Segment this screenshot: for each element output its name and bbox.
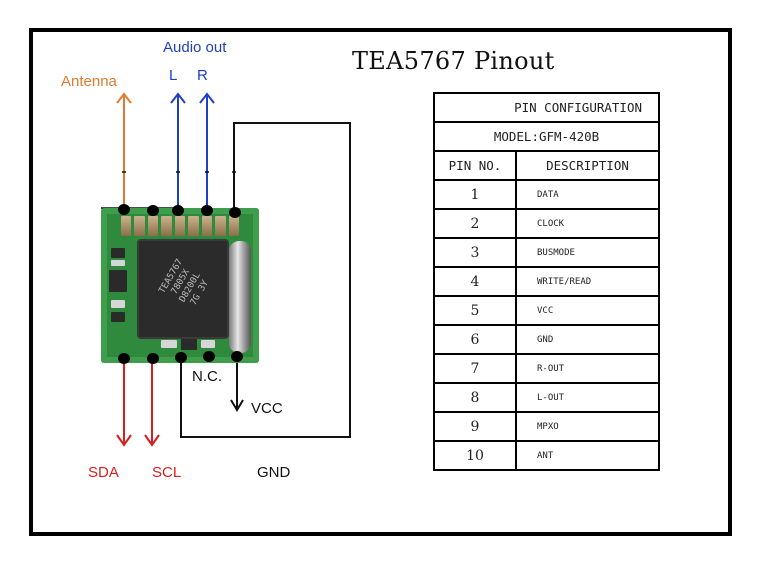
audio-right-wire	[199, 92, 215, 212]
pad-nc	[203, 351, 215, 362]
pin-number: 6	[433, 324, 517, 355]
tea5767-module: TEA5767 7805X D8200L 7G 3Y	[101, 208, 259, 363]
pad-write-read	[175, 352, 187, 363]
audio-right-label: R	[197, 67, 208, 84]
pin-description: R-OUT	[515, 353, 660, 384]
table-model: MODEL:GFM-420B	[433, 121, 660, 152]
gnd-label: GND	[257, 464, 291, 481]
audio-left-wire	[170, 92, 186, 212]
table-model-row: MODEL:GFM-420B	[433, 121, 660, 152]
pin-number: 10	[433, 440, 517, 471]
nc-label: N.C.	[192, 368, 222, 385]
pin-number: 2	[433, 208, 517, 239]
table-title-row: PIN CONFIGURATION	[433, 92, 660, 123]
scl-label: SCL	[152, 464, 182, 481]
pin-description: L-OUT	[515, 382, 660, 413]
vcc-wire	[230, 362, 244, 412]
tea5767-ic: TEA5767 7805X D8200L 7G 3Y	[139, 241, 227, 337]
scl-wire	[144, 360, 160, 447]
pad-sda	[118, 353, 130, 364]
crystal-oscillator	[229, 241, 251, 353]
pin-description: MPXO	[515, 411, 660, 442]
diagram-title: TEA5767 Pinout	[352, 47, 555, 75]
pin-number: 9	[433, 411, 517, 442]
pin-description: VCC	[515, 295, 660, 326]
pin-number: 3	[433, 237, 517, 268]
vcc-label: VCC	[251, 400, 283, 417]
audio-left-label: L	[169, 67, 178, 84]
pin-configuration-table: PIN CONFIGURATION MODEL:GFM-420B PIN NO.…	[433, 92, 660, 471]
pin-description: GND	[515, 324, 660, 355]
gnd-wire	[180, 122, 351, 438]
pad-ant	[118, 204, 130, 215]
sda-wire	[116, 360, 132, 447]
pin-description: BUSMODE	[515, 237, 660, 268]
pad-r-out	[201, 205, 213, 216]
antenna-wire	[116, 92, 132, 212]
pad-scl	[147, 353, 159, 364]
header-pin-no: PIN NO.	[433, 150, 517, 181]
antenna-label: Antenna	[61, 73, 117, 90]
pad-gnd	[229, 207, 241, 218]
pad-vcc	[231, 351, 243, 362]
top-pad-row	[121, 216, 239, 236]
pin-description: DATA	[515, 179, 660, 210]
pad-l-out	[172, 205, 184, 216]
audio-out-label: Audio out	[163, 39, 227, 56]
pin-number: 7	[433, 353, 517, 384]
ic-marking: TEA5767 7805X D8200L 7G 3Y	[157, 257, 211, 308]
pin-number: 5	[433, 295, 517, 326]
sda-label: SDA	[88, 464, 119, 481]
table-header-row: PIN NO. DESCRIPTION	[433, 150, 660, 181]
pin-description: WRITE/READ	[515, 266, 660, 297]
pin-number: 1	[433, 179, 517, 210]
pin-description: ANT	[515, 440, 660, 471]
pin-description: CLOCK	[515, 208, 660, 239]
pin-number: 8	[433, 382, 517, 413]
pad-busmode	[147, 205, 159, 216]
pin-number: 4	[433, 266, 517, 297]
table-title: PIN CONFIGURATION	[433, 92, 660, 123]
header-description: DESCRIPTION	[515, 150, 660, 181]
